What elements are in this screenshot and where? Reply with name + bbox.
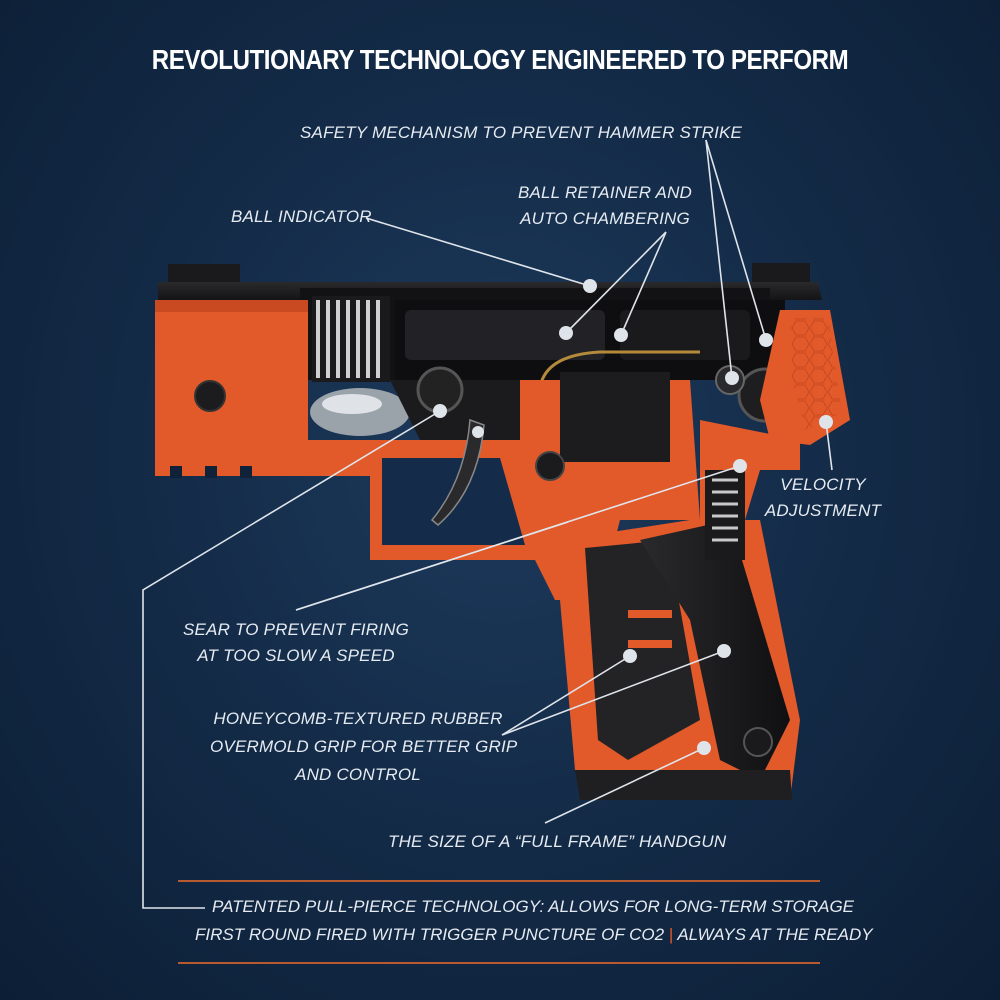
footer-rule-bottom <box>178 962 820 964</box>
front-frame <box>155 300 372 478</box>
label-velocity-line2: ADJUSTMENT <box>764 501 882 520</box>
leader-grip-a <box>501 655 631 736</box>
footer-line-2a: FIRST ROUND FIRED WITH TRIGGER PUNCTURE … <box>195 925 665 944</box>
leader-pull-pierce <box>142 410 441 909</box>
dot-retainer-b <box>614 328 628 342</box>
label-grip-line3: AND CONTROL <box>295 765 421 784</box>
footer-line-2: FIRST ROUND FIRED WITH TRIGGER PUNCTURE … <box>195 925 873 945</box>
label-ball-retainer: BALL RETAINER AND AUTO CHAMBERING <box>505 180 705 232</box>
leader-retainer-a <box>565 231 667 334</box>
dot-indicator <box>583 279 597 293</box>
dot-pivot <box>472 426 484 438</box>
label-full-frame-size: THE SIZE OF A “FULL FRAME” HANDGUN <box>388 832 727 851</box>
sights <box>168 263 810 285</box>
dot-sear-b <box>433 404 447 418</box>
leader-retainer-b <box>620 231 667 336</box>
leader-safety-a <box>705 139 733 379</box>
footer-separator: | <box>668 925 674 944</box>
leader-sear-b <box>295 521 569 611</box>
label-ball-retainer-line1: BALL RETAINER AND <box>517 183 693 202</box>
dot-grip-a <box>623 649 637 663</box>
label-sear-line2: AT TOO SLOW A SPEED <box>197 646 395 665</box>
label-safety-mechanism: SAFETY MECHANISM TO PREVENT HAMMER STRIK… <box>300 123 743 142</box>
leader-indicator <box>365 217 591 287</box>
leader-velocity <box>825 421 833 471</box>
page-title: REVOLUTIONARY TECHNOLOGY ENGINEERED TO P… <box>151 44 849 75</box>
callout-dots <box>433 279 833 755</box>
dot-size <box>697 741 711 755</box>
leader-size <box>544 747 705 824</box>
recoil-spring <box>312 296 390 382</box>
footer-line-2b: ALWAYS AT THE READY <box>677 925 873 944</box>
dot-retainer-a <box>559 326 573 340</box>
label-velocity-adjustment: VELOCITY ADJUSTMENT <box>760 472 886 524</box>
footer-rule-top <box>178 880 820 882</box>
footer-line-1: PATENTED PULL-PIERCE TECHNOLOGY: ALLOWS … <box>212 897 855 916</box>
dot-safety-a <box>725 371 739 385</box>
leader-grip-b <box>501 650 725 736</box>
callout-lines <box>142 139 833 909</box>
trigger <box>430 418 485 526</box>
label-grip: HONEYCOMB-TEXTURED RUBBER OVERMOLD GRIP … <box>210 705 518 789</box>
label-ball-retainer-line2: AUTO CHAMBERING <box>520 209 690 228</box>
dot-safety-b <box>759 333 773 347</box>
dot-velocity <box>819 415 833 429</box>
co2-cartridge <box>310 388 410 436</box>
label-grip-line1: HONEYCOMB-TEXTURED RUBBER <box>213 709 503 728</box>
dot-sear-a <box>733 459 747 473</box>
label-velocity-line1: VELOCITY <box>780 475 866 494</box>
label-sear-line1: SEAR TO PREVENT FIRING <box>182 620 410 639</box>
label-grip-line2: OVERMOLD GRIP FOR BETTER GRIP <box>210 737 518 756</box>
dot-grip-b <box>717 644 731 658</box>
label-ball-indicator: BALL INDICATOR <box>231 207 372 226</box>
label-sear: SEAR TO PREVENT FIRING AT TOO SLOW A SPE… <box>180 617 412 669</box>
leader-safety-b <box>705 139 767 341</box>
grip <box>560 470 800 800</box>
